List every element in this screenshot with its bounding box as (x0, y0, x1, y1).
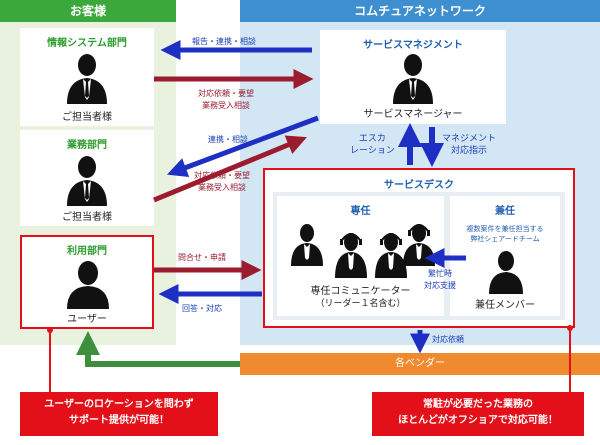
label-coop: 連携・相談 (208, 135, 248, 144)
biz-dept-caption: ご担当者様 (62, 212, 112, 223)
user-dept-box: 利用部門 ユーザー (20, 235, 154, 329)
person-icon (67, 156, 107, 206)
label-busy: 繁忙時対応支援 (424, 269, 456, 290)
concurrent-desc: 複数案件を兼任担当する 弊社シェアードチーム (466, 225, 544, 243)
label-request2: 対応依頼・要望業務受入相談 (194, 171, 250, 192)
it-dept-box: 情報システム部門 ご担当者様 (20, 28, 154, 126)
dedicated-caption-sub: （リーダー１名含む） (315, 299, 406, 309)
user-silhouette-icon (67, 261, 109, 309)
dedicated-caption: 専任コミュニケーター (310, 286, 411, 297)
arrow-coop (166, 115, 319, 177)
label-answer: 回答・対応 (182, 304, 222, 313)
arrow-request2 (153, 135, 307, 203)
arrow-vendor-return (76, 331, 240, 367)
service-mgmt-caption: サービスマネージャー (363, 109, 463, 120)
callout-left: ユーザーのロケーションを問わず サポート提供が可能！ (20, 392, 218, 436)
person-icon (393, 54, 433, 104)
network-header: コムチュアネットワーク (240, 0, 600, 22)
concurrent-title: 兼任 (495, 206, 515, 217)
label-inquiry: 問合せ・申請 (178, 253, 226, 262)
user-dept-title: 利用部門 (67, 246, 107, 257)
customer-header: お客様 (0, 0, 176, 22)
biz-dept-title: 業務部門 (67, 140, 107, 151)
label-report: 報告・連携・相談 (192, 37, 256, 46)
service-mgmt-box: サービスマネジメント サービスマネージャー (320, 30, 506, 124)
label-vendor-request: 対応依頼 (432, 335, 464, 344)
service-desk-title: サービスデスク (384, 180, 454, 191)
concurrent-box: 兼任 複数案件を兼任担当する 弊社シェアードチーム 兼任メンバー (450, 196, 560, 316)
vendors-bar: 各ベンダー (240, 353, 600, 375)
dedicated-title: 専任 (350, 206, 371, 217)
service-mgmt-title: サービスマネジメント (363, 40, 463, 51)
it-dept-title: 情報システム部門 (47, 38, 127, 49)
person-icon (67, 54, 107, 104)
biz-dept-box: 業務部門 ご担当者様 (20, 130, 154, 226)
user-silhouette-icon (489, 251, 523, 294)
label-request1: 対応依頼・要望業務受入相談 (198, 89, 254, 110)
callout-right: 常駐が必要だった業務の ほとんどがオフショアで対応可能！ (372, 392, 584, 436)
user-dept-caption: ユーザー (67, 314, 107, 325)
concurrent-caption: 兼任メンバー (475, 300, 535, 311)
label-management: マネジメント対応指示 (442, 134, 497, 156)
label-escalation: エスカレーション (350, 134, 395, 156)
it-dept-caption: ご担当者様 (62, 112, 112, 123)
